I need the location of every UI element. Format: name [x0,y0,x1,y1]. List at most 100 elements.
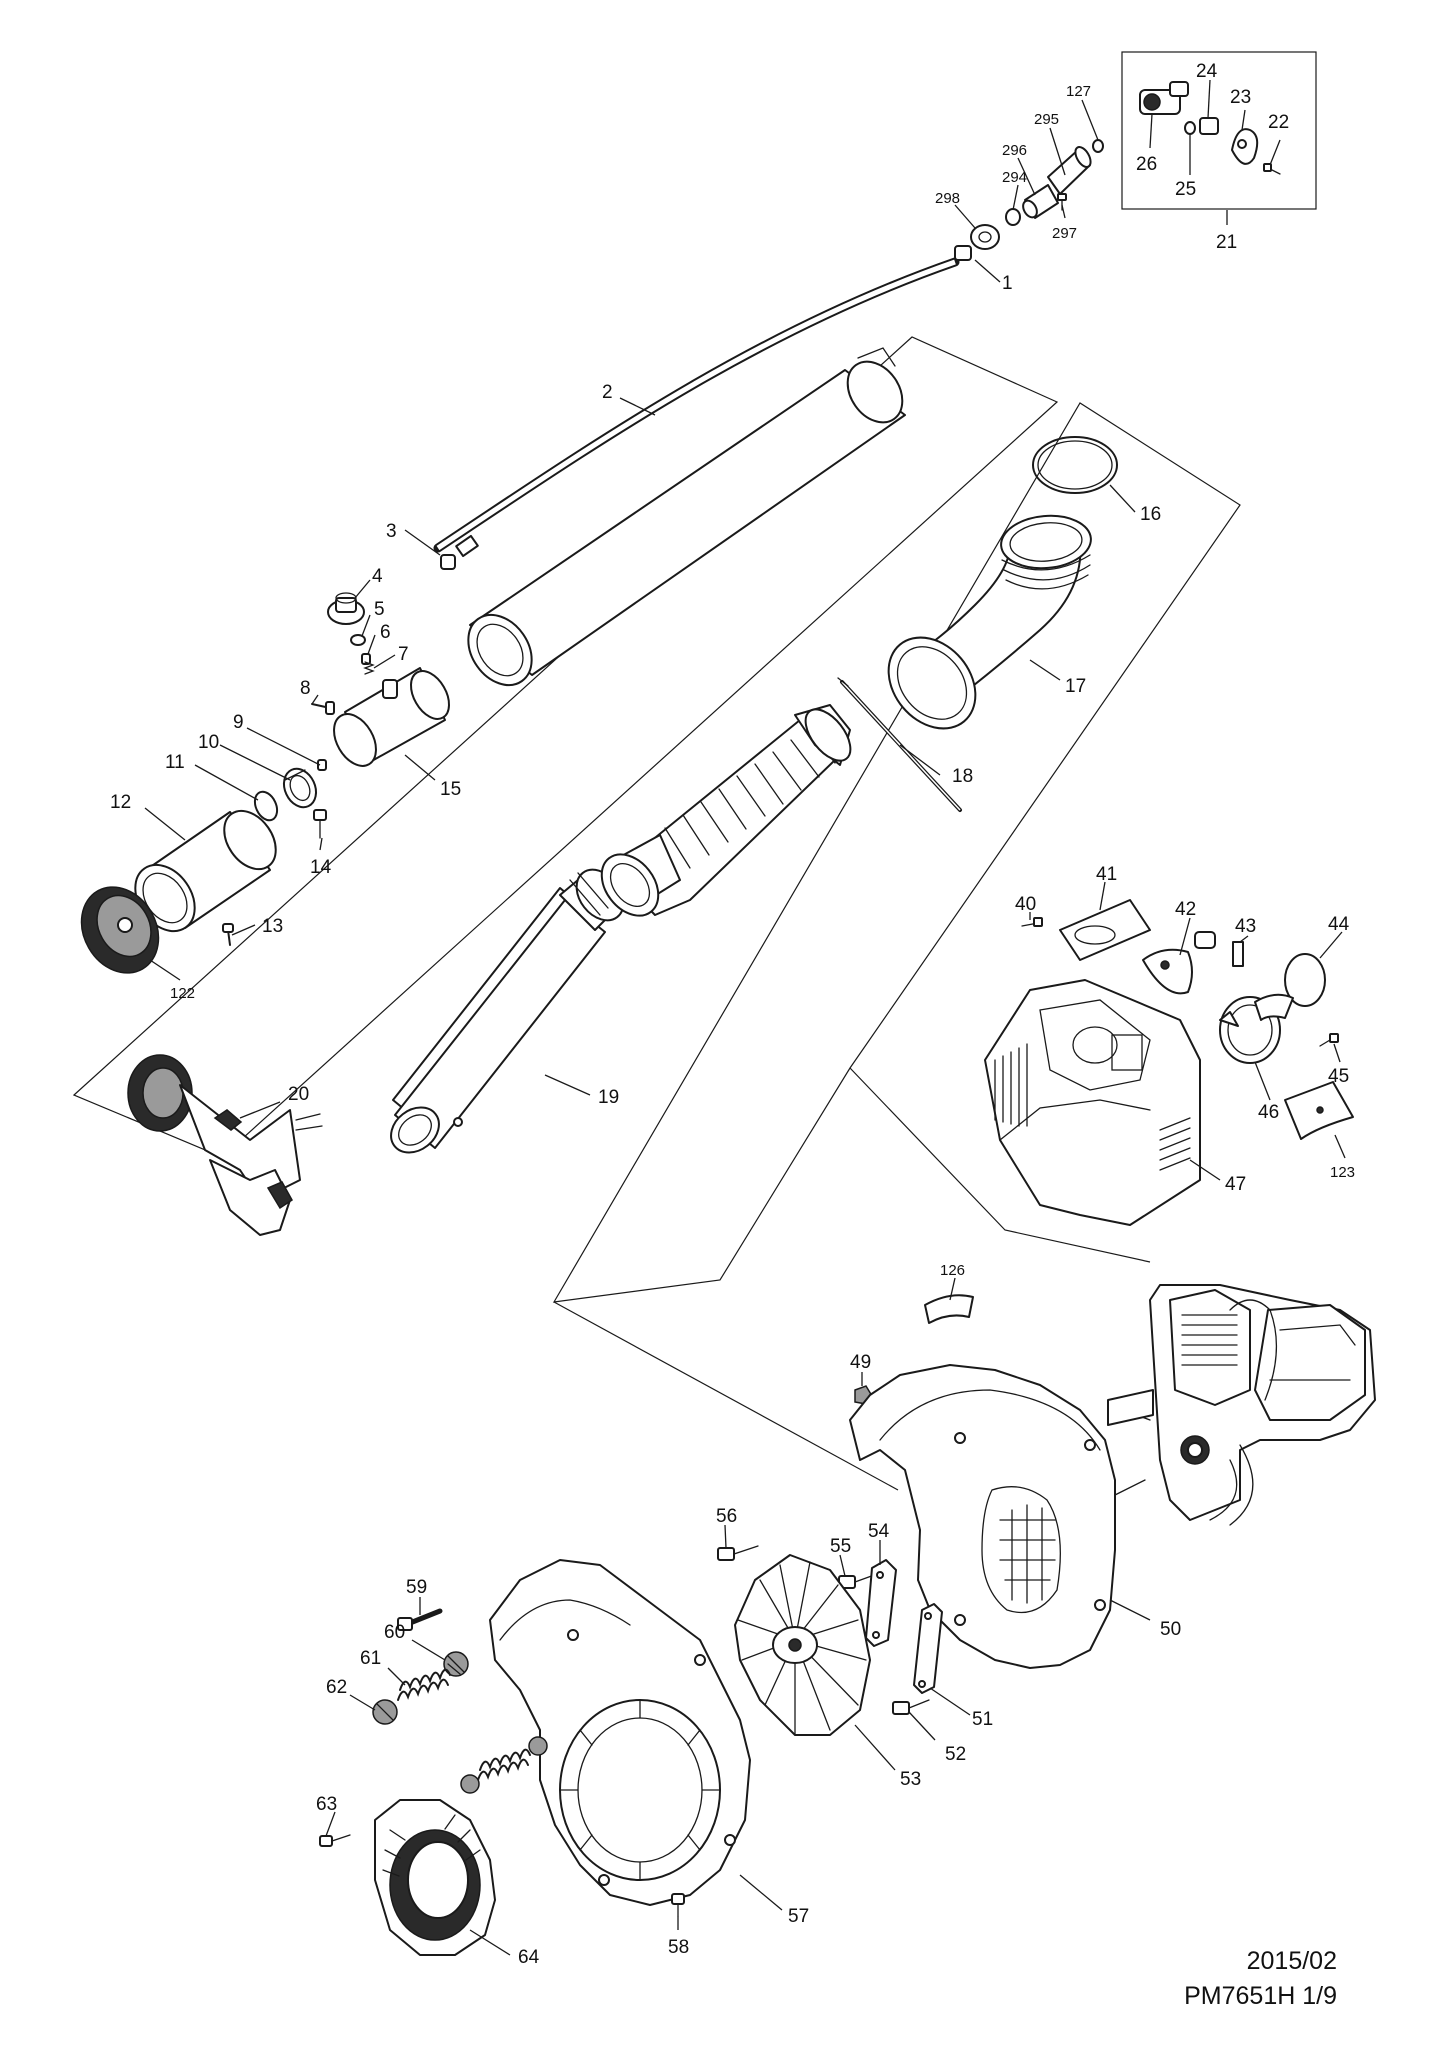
callout-21: 21 [1216,232,1237,253]
clamp-3 [440,554,456,570]
blower-pipe-2 [467,347,906,687]
assembly-group-lines [72,51,1317,1491]
callout-12: 12 [110,792,131,813]
label-44 [1284,953,1326,1007]
screw-56 [717,1545,759,1561]
bolt-59 [397,1608,443,1631]
fan-53 [734,1554,871,1736]
collar-10 [282,767,318,809]
callout-45: 45 [1328,1066,1349,1087]
label-126 [924,1294,974,1324]
callout-63: 63 [316,1794,337,1815]
callout-1: 1 [1002,273,1013,294]
adjuster-296 [1022,184,1059,219]
o-ring-11 [253,790,279,822]
throttle-handle-20 [127,1054,323,1236]
callout-11: 11 [165,752,185,773]
callout-297: 297 [1052,225,1077,242]
callout-57: 57 [788,1906,809,1927]
knob-4 [327,592,365,625]
callout-294: 294 [1002,169,1027,186]
screw-14 [313,809,327,839]
callout-7: 7 [398,644,409,665]
callout-6: 6 [380,622,391,643]
o-ring-16 [1032,436,1118,494]
screw-63 [319,1834,351,1847]
label-123 [1284,1081,1354,1140]
part-127 [1092,139,1104,153]
spring-lower [460,1736,548,1794]
parts-21-box [1121,51,1317,210]
callout-18: 18 [952,766,973,787]
callout-2: 2 [602,382,613,403]
callout-13: 13 [262,916,283,937]
callout-42: 42 [1175,899,1196,920]
nut-60 [443,1651,469,1677]
callout-4: 4 [372,566,383,587]
callout-17: 17 [1065,676,1086,697]
callout-64: 64 [518,1947,540,1968]
callout-43: 43 [1235,916,1256,937]
callout-44: 44 [1328,914,1350,935]
cover-plate-41 [1059,899,1151,961]
callout-15: 15 [440,779,461,800]
callout-14: 14 [310,857,332,878]
callout-127: 127 [1066,83,1091,100]
callout-61: 61 [360,1648,381,1669]
screw-297 [1057,193,1067,211]
callout-62: 62 [326,1677,347,1698]
footer-date: 2015/02 [1246,1947,1337,1975]
switch-26 [1139,81,1189,115]
lever-23 [1231,128,1259,165]
callout-25: 25 [1175,179,1196,200]
spring-7 [363,661,375,675]
callout-58: 58 [668,1937,689,1958]
callout-16: 16 [1140,504,1161,525]
callout-41: 41 [1096,864,1117,885]
bracket-51 [913,1603,943,1694]
callout-22: 22 [1268,112,1289,133]
sleeve-295 [1047,146,1092,195]
screw-52 [892,1699,930,1715]
callout-47: 47 [1225,1174,1246,1195]
callout-51: 51 [972,1709,993,1730]
callout-26: 26 [1136,154,1157,175]
fan-cover-57 [489,1559,751,1906]
screw-58 [671,1893,685,1917]
spindle-24 [1199,117,1219,135]
holder-15 [333,667,450,767]
throttle-cable [433,257,960,553]
recoil-starter-46 [1219,993,1294,1064]
callout-10: 10 [198,732,219,753]
callout-56: 56 [716,1506,737,1527]
callout-60: 60 [384,1622,405,1643]
callout-123: 123 [1330,1164,1355,1181]
washer-294 [1005,208,1021,226]
fan-housing-50 [849,1364,1116,1669]
o-ring-5 [350,634,366,646]
callout-40: 40 [1015,894,1036,915]
cap-122 [80,886,160,974]
bracket-54 [865,1559,897,1647]
flex-hose-corrugated [600,704,852,917]
screw-22 [1263,163,1281,175]
callout-122: 122 [170,985,195,1002]
primer-plate-42 [1142,948,1193,995]
nut-9 [317,759,327,771]
callout-296: 296 [1002,142,1027,159]
o-ring-25 [1184,121,1196,135]
pipe-19-once [390,899,606,1154]
callout-59: 59 [406,1577,427,1598]
callout-52: 52 [945,1744,966,1765]
screw-8 [311,701,335,715]
callout-126: 126 [940,1262,965,1279]
callout-9: 9 [233,712,244,733]
callout-298: 298 [935,190,960,207]
callout-55: 55 [830,1536,851,1557]
callout-295: 295 [1034,111,1059,128]
callout-24: 24 [1196,61,1218,82]
part-6 [361,653,371,665]
cover-47 [984,979,1201,1226]
